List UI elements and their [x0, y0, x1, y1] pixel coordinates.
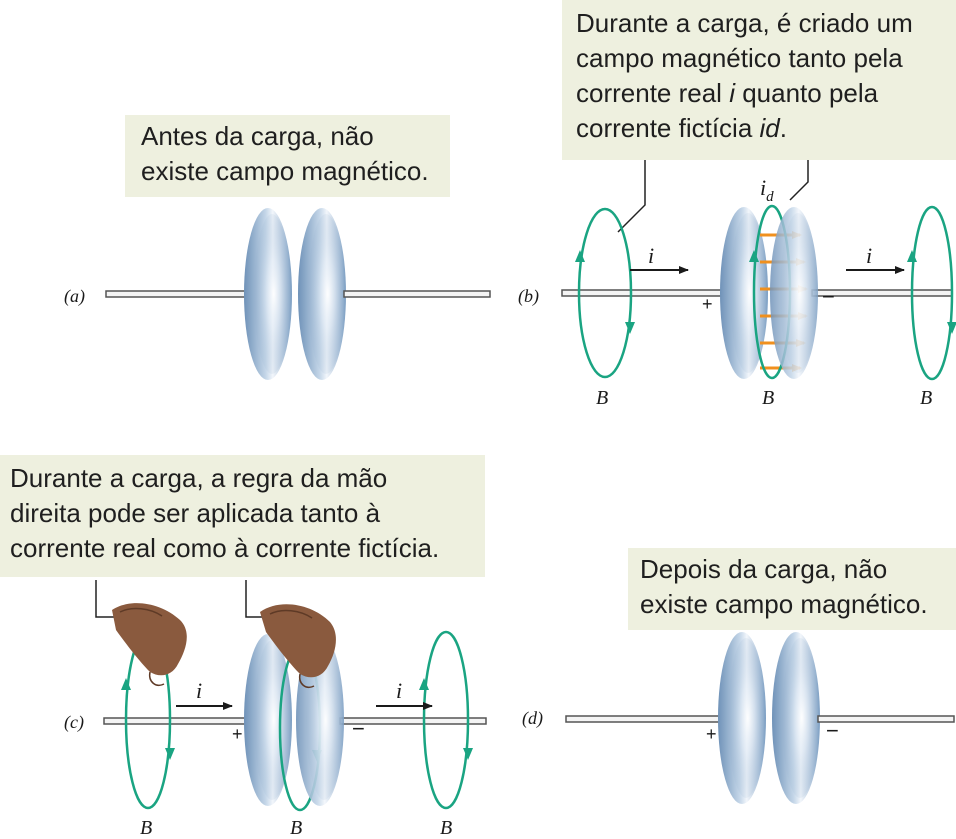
current-label-c-left: i [196, 678, 202, 703]
field-label-b-mid: B [762, 387, 774, 409]
plus-sign-d: + [706, 724, 717, 744]
minus-sign-c: − [352, 716, 365, 741]
panel-a-label: (a) [64, 286, 85, 307]
plate-right-b [770, 207, 818, 379]
hand-icon [260, 604, 336, 688]
caption-b-text-4b: . [779, 113, 787, 143]
caption-c-line-1: Durante a carga, a regra da mão [10, 463, 388, 493]
caption-a-line-1: Antes da carga, não [141, 121, 374, 151]
plate-left-d [718, 632, 766, 804]
minus-sign-d: − [826, 718, 839, 743]
field-label-c-left: B [140, 817, 152, 839]
caption-b-line-2: campo magnético tanto pela [576, 43, 903, 73]
caption-a: Antes da carga, não existe campo magnéti… [125, 115, 450, 197]
wire-left-d [565, 715, 745, 723]
field-label-b-left: B [596, 387, 608, 409]
caption-b-italic-i: i [729, 78, 735, 108]
plus-sign-c: + [232, 724, 243, 744]
plate-left-a [244, 208, 292, 380]
panel-b: (b) [518, 160, 956, 409]
current-label-b-left: i [648, 243, 654, 268]
caption-d-line-2: existe campo magnético. [640, 589, 928, 619]
caption-b-text-4a: corrente fictícia [576, 113, 760, 143]
plus-sign-b: + [702, 294, 713, 314]
current-label-b-right: i [866, 243, 872, 268]
current-label-c-right: i [396, 678, 402, 703]
caption-d: Depois da carga, não existe campo magnét… [628, 548, 956, 630]
displacement-label: id [760, 175, 774, 205]
field-label-b-right: B [920, 387, 932, 409]
displacement-label-i: i [760, 175, 766, 200]
panel-c-label: (c) [64, 712, 84, 733]
wire-right-a [343, 290, 491, 298]
hand-icon [112, 603, 187, 686]
caption-b-line-4: corrente fictícia id. [576, 111, 956, 146]
caption-d-line-1: Depois da carga, não [640, 554, 888, 584]
plate-right-d [772, 632, 820, 804]
plate-left-b [720, 207, 768, 379]
caption-c-line-2: direita pode ser aplicada tanto à [10, 498, 381, 528]
caption-b-italic-id: id [759, 113, 780, 143]
caption-b-line-3: corrente real i quanto pela [576, 76, 956, 111]
leader-line-b-mid [789, 160, 809, 201]
wire-left-b [561, 289, 745, 297]
caption-a-line-2: existe campo magnético. [141, 156, 429, 186]
caption-b-line-1: Durante a carga, é criado um [576, 8, 913, 38]
wire-right-d [817, 715, 955, 723]
panel-d-label: (d) [522, 708, 543, 729]
field-loop-b-right [907, 205, 956, 381]
displacement-label-sub: d [766, 189, 774, 205]
caption-c-line-3: corrente real como à corrente fictícia. [10, 533, 440, 563]
field-loop-c-right [419, 630, 473, 810]
panel-a: (a) [64, 208, 491, 380]
panel-d: (d) + − [522, 632, 955, 804]
plate-right-a [298, 208, 346, 380]
leader-line-c-left [95, 580, 122, 618]
caption-b: Durante a carga, é criado um campo magné… [562, 0, 956, 160]
field-loop-b-left [575, 207, 635, 379]
panel-c: (c) [64, 580, 487, 839]
panel-b-label: (b) [518, 286, 539, 307]
caption-b-text-3b: quanto pela [734, 78, 879, 108]
field-label-c-mid: B [290, 817, 302, 839]
minus-sign-b: − [822, 284, 835, 309]
leader-line-b-left [617, 160, 646, 233]
caption-b-text-3a: corrente real [576, 78, 730, 108]
field-label-c-right: B [440, 817, 452, 839]
caption-c: Durante a carga, a regra da mão direita … [0, 455, 485, 577]
plate-right-c [296, 634, 344, 806]
